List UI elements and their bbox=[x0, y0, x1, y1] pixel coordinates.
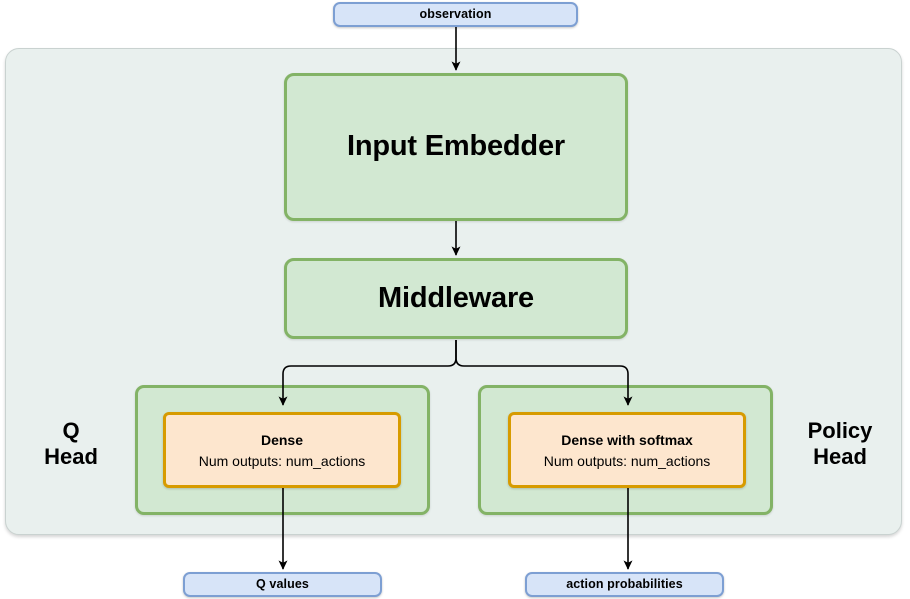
output-node-q-values-label: Q values bbox=[256, 576, 309, 591]
output-node-q-values[interactable]: Q values bbox=[183, 572, 382, 597]
layer-dense-title: Dense bbox=[260, 431, 304, 448]
output-node-action-probabilities[interactable]: action probabilities bbox=[525, 572, 724, 597]
module-middleware[interactable]: Middleware bbox=[284, 258, 628, 339]
head-caption-q-head: Q Head bbox=[44, 418, 98, 469]
input-node-observation-label: observation bbox=[419, 6, 492, 21]
module-middleware-label: Middleware bbox=[378, 281, 534, 314]
module-input-embedder[interactable]: Input Embedder bbox=[284, 73, 628, 221]
layer-dense-with-softmax[interactable]: Dense with softmax Num outputs: num_acti… bbox=[508, 412, 746, 488]
input-node-observation[interactable]: observation bbox=[333, 2, 578, 27]
layer-dense-with-softmax-subtitle: Num outputs: num_actions bbox=[543, 452, 711, 469]
layer-dense-with-softmax-title: Dense with softmax bbox=[561, 431, 693, 448]
output-node-action-probabilities-label: action probabilities bbox=[566, 576, 683, 591]
head-caption-policy-head: Policy Head bbox=[807, 418, 873, 469]
layer-dense[interactable]: Dense Num outputs: num_actions bbox=[163, 412, 401, 488]
layer-dense-subtitle: Num outputs: num_actions bbox=[198, 452, 366, 469]
module-input-embedder-label: Input Embedder bbox=[347, 130, 565, 163]
